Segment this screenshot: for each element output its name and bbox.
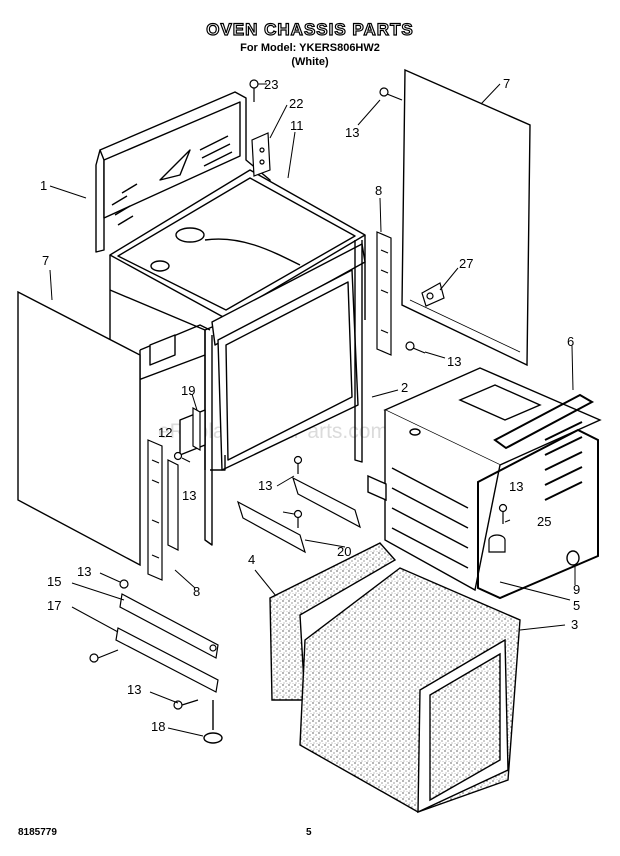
callout-6: 6 bbox=[567, 334, 574, 349]
callout-8-upper: 8 bbox=[375, 183, 382, 198]
callout-13-oven: 13 bbox=[509, 479, 523, 494]
element-25 bbox=[488, 534, 506, 553]
leveling-leg-18 bbox=[203, 700, 223, 744]
color-line: (White) bbox=[291, 56, 329, 68]
callout-9: 9 bbox=[573, 582, 580, 597]
callout-27: 27 bbox=[459, 256, 473, 271]
callout-20: 20 bbox=[337, 544, 351, 559]
page-number: 5 bbox=[306, 827, 312, 838]
callout-18: 18 bbox=[151, 719, 165, 734]
insulation-wrap-3 bbox=[299, 567, 521, 814]
callout-1: 1 bbox=[40, 178, 47, 193]
bracket-19 bbox=[192, 406, 201, 452]
screw-13-oven bbox=[498, 503, 508, 524]
callouts: 23 22 11 7 13 1 8 27 7 13 6 2 19 12 13 1… bbox=[40, 76, 580, 734]
light-lens-9 bbox=[566, 550, 580, 566]
callout-19: 19 bbox=[181, 383, 195, 398]
screw-13-left bbox=[119, 579, 129, 589]
screw-12 bbox=[173, 451, 183, 461]
bracket-8-upper bbox=[376, 231, 392, 356]
callout-12: 12 bbox=[158, 425, 172, 440]
rail-15 bbox=[119, 593, 219, 659]
screw-23 bbox=[249, 79, 259, 102]
model-line: For Model: YKERS806HW2 bbox=[240, 42, 380, 54]
side-panel-right bbox=[401, 68, 531, 367]
callout-5: 5 bbox=[573, 598, 580, 613]
oven-cavity bbox=[367, 367, 602, 592]
callout-23: 23 bbox=[264, 77, 278, 92]
callout-13-left-upper: 13 bbox=[182, 488, 196, 503]
callout-8-lower: 8 bbox=[193, 584, 200, 599]
callout-7-top: 7 bbox=[503, 76, 510, 91]
oven-rack-frame bbox=[477, 393, 599, 600]
screws-13-bottom bbox=[89, 649, 199, 710]
callout-3: 3 bbox=[571, 617, 578, 632]
bracket-8-lower bbox=[147, 439, 179, 581]
callout-15: 15 bbox=[47, 574, 61, 589]
callout-11: 11 bbox=[290, 118, 304, 133]
callout-13-left-lower: 13 bbox=[77, 564, 91, 579]
part-number: 8185779 bbox=[18, 827, 57, 838]
rail-17 bbox=[115, 627, 219, 693]
callout-13-bottom: 13 bbox=[127, 682, 141, 697]
bracket-20 bbox=[236, 476, 361, 554]
thermostat-27 bbox=[421, 282, 445, 307]
callout-7-left: 7 bbox=[42, 253, 49, 268]
insulation-blanket-4 bbox=[269, 542, 397, 701]
callout-22: 22 bbox=[289, 96, 303, 111]
side-panel-left bbox=[17, 290, 141, 567]
callout-17: 17 bbox=[47, 598, 61, 613]
callout-13-center: 13 bbox=[258, 478, 272, 493]
screws-13-center bbox=[293, 455, 303, 528]
callout-4: 4 bbox=[248, 552, 255, 567]
hinge-bracket bbox=[251, 132, 271, 177]
callout-13-right: 13 bbox=[447, 354, 461, 369]
leader-lines bbox=[49, 83, 576, 737]
screw-13-right bbox=[405, 341, 426, 354]
screw-13-top bbox=[379, 87, 403, 101]
callout-13-top: 13 bbox=[345, 125, 359, 140]
page-title: OVEN CHASSIS PARTS bbox=[206, 19, 414, 39]
callout-25: 25 bbox=[537, 514, 551, 529]
callout-2: 2 bbox=[401, 380, 408, 395]
